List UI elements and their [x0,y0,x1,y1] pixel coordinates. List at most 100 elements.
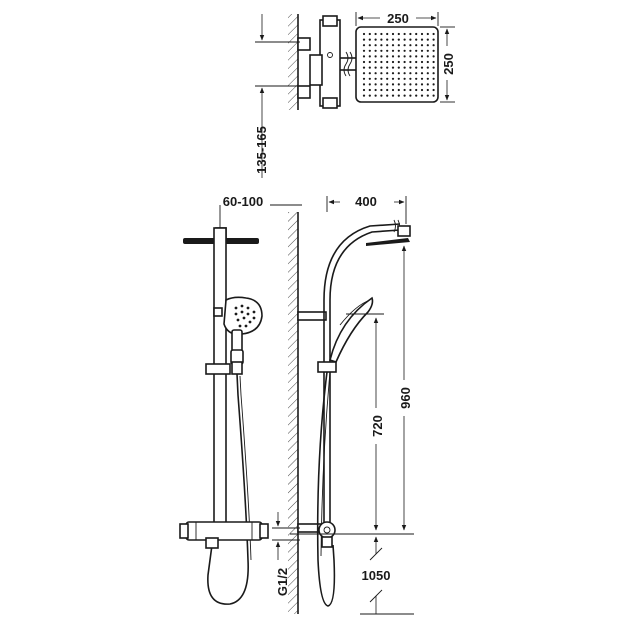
nozzle-dot [391,38,395,41]
nozzle-dot [362,60,366,64]
nozzle-dot [415,49,418,52]
nozzle-dot [426,38,429,41]
front-riser-bar [213,227,227,525]
nozzle-dot [397,72,400,75]
nozzle-dot [409,55,412,58]
hand-nozzle-dot [240,310,244,314]
nozzle-dot [420,32,424,36]
nozzle-dot [426,60,429,64]
front-hose [207,373,249,605]
hand-nozzle-dot [236,318,240,322]
nozzle-dot [409,32,412,36]
nozzle-dot [415,77,418,80]
nozzle-dot [420,60,424,64]
dim-head-height: 250 [441,53,456,75]
nozzle-dot [374,94,377,97]
hand-nozzle-dot [234,306,238,310]
nozzle-dot [374,88,377,92]
side-view: 400 960 720 1050 G1/2 [272,194,414,615]
hand-nozzle-dot [242,316,246,320]
dim-inlet-thread: G1/2 [275,568,290,596]
nozzle-dot [415,83,418,86]
nozzle-dot [397,94,400,97]
nozzle-dot [362,38,366,41]
side-hose [316,371,336,607]
nozzle-dot [415,66,418,69]
nozzle-dot [374,55,377,58]
nozzle-dot [391,32,395,36]
nozzle-dot [362,44,366,47]
nozzle-dot [362,83,366,86]
nozzle-dot [386,83,389,86]
nozzle-dot [409,77,412,80]
nozzle-dot [391,60,395,64]
nozzle-dot [426,55,429,58]
nozzle-dot [368,44,371,47]
nozzle-dot [380,60,383,64]
nozzle-dot [368,38,371,41]
nozzle-dot [420,94,424,97]
nozzle-dot [426,44,429,47]
nozzle-dot [420,49,424,52]
nozzle-dot [415,55,418,58]
nozzle-dot [415,44,418,47]
nozzle-dot [380,88,383,92]
dim-floor-height: 1050 [362,568,391,583]
nozzle-dot [426,83,429,86]
nozzle-dot [432,38,435,41]
nozzle-dot [374,60,377,64]
nozzle-dot [409,94,412,97]
nozzle-dot [374,44,377,47]
nozzle-dot [403,94,406,97]
nozzle-dot [397,44,400,47]
nozzle-dot [386,38,389,41]
front-hand-shower [213,296,263,365]
nozzle-dot [403,32,406,36]
nozzle-dot [391,94,395,97]
hand-nozzle-dot [240,304,244,308]
nozzle-dot [374,32,377,36]
nozzle-dot [362,49,366,52]
nozzle-dot [368,77,371,80]
nozzle-dot [368,55,371,58]
nozzle-dot [374,83,377,86]
nozzle-dot [391,44,395,47]
nozzle-dot [380,38,383,41]
nozzle-dot [380,72,383,75]
nozzle-dot [432,83,435,86]
nozzle-dot [380,44,383,47]
nozzle-dot [409,49,412,52]
nozzle-dot [432,60,435,64]
nozzle-dot [415,32,418,36]
nozzle-dot [409,38,412,41]
nozzle-dot [432,66,435,69]
nozzle-dot [391,66,395,69]
nozzle-dot [403,55,406,58]
nozzle-dot [409,60,412,64]
hand-nozzle-dot [234,312,238,316]
nozzle-dot [397,77,400,80]
dim-bar-height: 960 [398,387,413,409]
nozzle-dot [386,55,389,58]
nozzle-dot [374,38,377,41]
nozzle-dot [403,66,406,69]
nozzle-dot [368,66,371,69]
hand-nozzle-dot [248,320,252,324]
nozzle-dot [391,83,395,86]
top-view: 250 250 135-165 [254,10,458,178]
nozzle-dot [426,77,429,80]
nozzle-dot [397,49,400,52]
nozzle-dot [403,77,406,80]
hand-nozzle-dot [252,316,256,320]
nozzle-dot [386,60,389,64]
nozzle-dot [368,60,371,64]
nozzle-dot [368,72,371,75]
nozzle-dot [362,94,366,97]
nozzle-dot [403,44,406,47]
front-view: 60-100 [179,194,302,605]
nozzle-dot [415,72,418,75]
nozzle-dot [409,88,412,92]
nozzle-dot [432,32,435,36]
nozzle-dot [362,66,366,69]
